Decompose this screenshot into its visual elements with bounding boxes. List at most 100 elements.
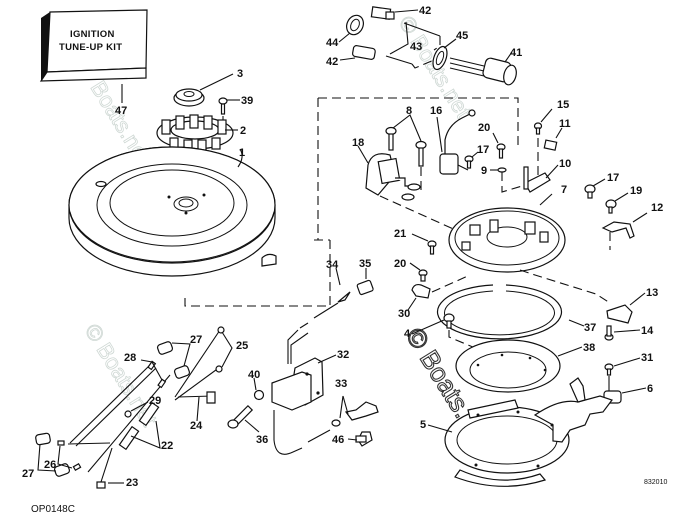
ring-gear-magnet[interactable]: [156, 114, 238, 151]
screw-21[interactable]: [411, 233, 437, 255]
callout-10[interactable]: 10: [559, 158, 571, 170]
screw-20-upper[interactable]: [492, 132, 506, 159]
callout-44[interactable]: 44: [326, 37, 339, 49]
callout-6[interactable]: 6: [647, 383, 653, 395]
connector-42-lower[interactable]: [339, 45, 376, 61]
callout-43[interactable]: 43: [410, 41, 422, 53]
screw-17-right[interactable]: [584, 178, 606, 199]
condenser-16[interactable]: [436, 109, 476, 175]
callout-31[interactable]: 31: [641, 352, 653, 364]
retainer-44[interactable]: [338, 13, 366, 43]
callout-8[interactable]: 8: [406, 105, 412, 117]
screw-36[interactable]: [227, 404, 260, 433]
callout-33[interactable]: 33: [335, 378, 347, 390]
flywheel[interactable]: [68, 146, 277, 277]
screws-8[interactable]: [385, 114, 427, 195]
callout-23[interactable]: 23: [126, 477, 138, 489]
callout-21[interactable]: 21: [394, 228, 406, 240]
clip-12[interactable]: [601, 212, 648, 250]
callout-39[interactable]: 39: [241, 95, 253, 107]
terminal-26[interactable]: [57, 440, 82, 472]
clamp-30[interactable]: [407, 274, 471, 311]
callout-47[interactable]: 47: [115, 105, 127, 117]
callout-45[interactable]: 45: [456, 30, 468, 42]
callout-28[interactable]: 28: [124, 352, 136, 364]
boot-and-nut-33[interactable]: [307, 395, 379, 443]
sleeves-22[interactable]: [118, 401, 161, 451]
terminals-43[interactable]: [385, 21, 441, 69]
screw-4[interactable]: [411, 313, 481, 351]
callout-40[interactable]: 40: [248, 369, 260, 381]
screw-39[interactable]: [216, 97, 240, 123]
callout-42-lower[interactable]: 42: [326, 56, 338, 68]
connector-42-top[interactable]: [370, 6, 419, 20]
callout-11[interactable]: 11: [559, 118, 571, 130]
terminals-28[interactable]: [140, 359, 167, 389]
callout-20-lower[interactable]: 20: [394, 258, 406, 270]
callout-17-upper[interactable]: 17: [477, 144, 489, 156]
callout-22[interactable]: 22: [161, 440, 173, 452]
callout-27-bottom[interactable]: 27: [22, 468, 34, 480]
callout-37[interactable]: 37: [584, 322, 596, 334]
callout-20-upper[interactable]: 20: [478, 122, 490, 134]
callout-35[interactable]: 35: [359, 258, 371, 270]
callout-15[interactable]: 15: [557, 99, 569, 111]
wiring-harness[interactable]: [67, 326, 225, 489]
callout-17-right[interactable]: 17: [607, 172, 619, 184]
clip-46[interactable]: [347, 431, 373, 447]
callout-46[interactable]: 46: [332, 434, 344, 446]
callout-9[interactable]: 9: [481, 165, 487, 177]
grommet-45[interactable]: [430, 38, 457, 71]
screw-31[interactable]: [604, 357, 641, 392]
callout-32[interactable]: 32: [337, 349, 349, 361]
callout-38[interactable]: 38: [583, 342, 595, 354]
screw-29[interactable]: [124, 401, 149, 418]
screw-17-upper[interactable]: [464, 151, 479, 169]
callout-41[interactable]: 41: [510, 47, 522, 59]
callout-26[interactable]: 26: [44, 459, 56, 471]
callout-14[interactable]: 14: [641, 325, 654, 337]
screw-14[interactable]: [604, 325, 641, 341]
lead-terminal-34[interactable]: [313, 267, 351, 319]
callout-18[interactable]: 18: [352, 137, 364, 149]
connector-assembly-41[interactable]: [449, 51, 518, 86]
retainer-ring-37[interactable]: [436, 284, 585, 340]
ignition-coil-32[interactable]: [271, 322, 337, 455]
breaker-point-set-10[interactable]: [501, 164, 559, 193]
screw-15[interactable]: [533, 108, 553, 175]
callout-16[interactable]: 16: [430, 105, 442, 117]
callout-29[interactable]: 29: [149, 395, 161, 407]
washer-9[interactable]: [490, 167, 507, 188]
callout-1[interactable]: 1: [239, 147, 245, 159]
nut-40[interactable]: [253, 377, 265, 401]
callout-42-top[interactable]: 42: [419, 5, 431, 17]
callout-24[interactable]: 24: [190, 420, 203, 432]
callout-12[interactable]: 12: [651, 202, 663, 214]
boot-27-top[interactable]: [156, 341, 191, 379]
retainer-plate-5[interactable]: [427, 377, 613, 487]
callout-25[interactable]: 25: [236, 340, 248, 352]
boot-27-bottom[interactable]: [35, 432, 71, 477]
callout-19[interactable]: 19: [630, 185, 642, 197]
callout-34[interactable]: 34: [326, 259, 339, 271]
cam-follower-13[interactable]: [606, 292, 646, 324]
ignition-tune-up-kit[interactable]: IGNITION TUNE-UP KIT: [39, 9, 148, 103]
callout-13[interactable]: 13: [646, 287, 658, 299]
support-plate-38[interactable]: [455, 339, 583, 393]
callout-7[interactable]: 7: [561, 184, 567, 196]
coil-18[interactable]: [357, 145, 461, 233]
callout-30[interactable]: 30: [398, 308, 410, 320]
callout-36[interactable]: 36: [256, 434, 268, 446]
callout-5[interactable]: 5: [420, 419, 426, 431]
callout-2[interactable]: 2: [240, 125, 246, 137]
callout-4[interactable]: 4: [404, 328, 411, 340]
callout-27-top[interactable]: 27: [190, 334, 202, 346]
leads-25[interactable]: [221, 331, 233, 368]
screw-19[interactable]: [605, 192, 629, 214]
connector-35[interactable]: [356, 268, 374, 296]
ground-lead-24[interactable]: [196, 396, 200, 422]
armature-plate-7[interactable]: [448, 193, 611, 304]
felt-11[interactable]: [543, 127, 563, 151]
screw-20-lower[interactable]: [409, 262, 428, 282]
flywheel-nut[interactable]: [173, 73, 234, 107]
